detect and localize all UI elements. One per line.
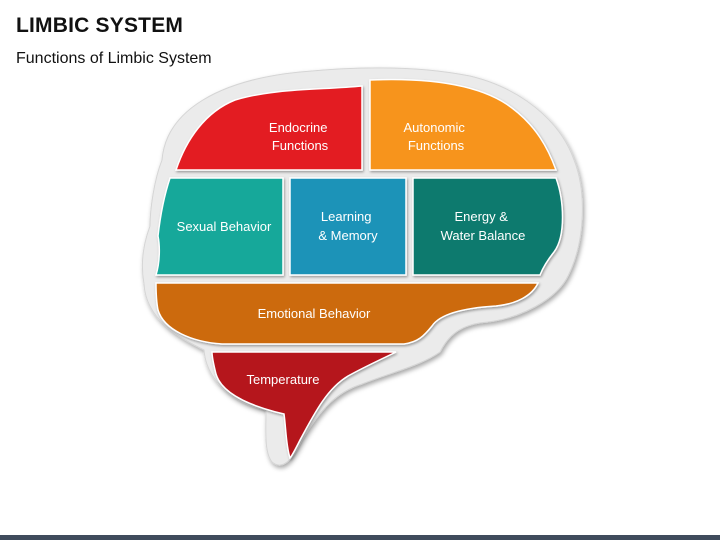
- segment-learning-memory-label: Learning & Memory: [318, 209, 378, 243]
- endocrine-line2: Functions: [272, 138, 329, 153]
- segment-temperature[interactable]: [211, 351, 397, 460]
- segment-autonomic-label: Autonomic Functions: [403, 120, 468, 153]
- segment-sexual-behavior[interactable]: [154, 177, 284, 276]
- autonomic-line2: Functions: [408, 138, 465, 153]
- bottom-bar: [0, 535, 720, 540]
- energy-line1: Energy &: [454, 209, 508, 224]
- page-title: LIMBIC SYSTEM: [16, 14, 184, 37]
- segment-energy-water[interactable]: [412, 177, 564, 276]
- endocrine-line1: Endocrine: [269, 120, 328, 135]
- energy-line2: Water Balance: [441, 228, 526, 243]
- page-subtitle: Functions of Limbic System: [16, 50, 212, 67]
- segment-emotional-behavior-label: Emotional Behavior: [258, 306, 371, 321]
- learning-line1: Learning: [321, 209, 372, 224]
- segment-sexual-behavior-label: Sexual Behavior: [177, 219, 272, 234]
- segment-energy-water-label: Energy & Water Balance: [441, 209, 526, 243]
- segment-endocrine[interactable]: [174, 85, 363, 171]
- learning-line2: & Memory: [318, 228, 378, 243]
- autonomic-line1: Autonomic: [403, 120, 465, 135]
- segment-learning-memory[interactable]: [289, 177, 407, 276]
- segment-temperature-label: Temperature: [247, 372, 320, 387]
- segment-endocrine-label: Endocrine Functions: [269, 120, 331, 153]
- segment-autonomic[interactable]: [369, 78, 558, 171]
- segment-emotional-behavior[interactable]: [155, 282, 540, 345]
